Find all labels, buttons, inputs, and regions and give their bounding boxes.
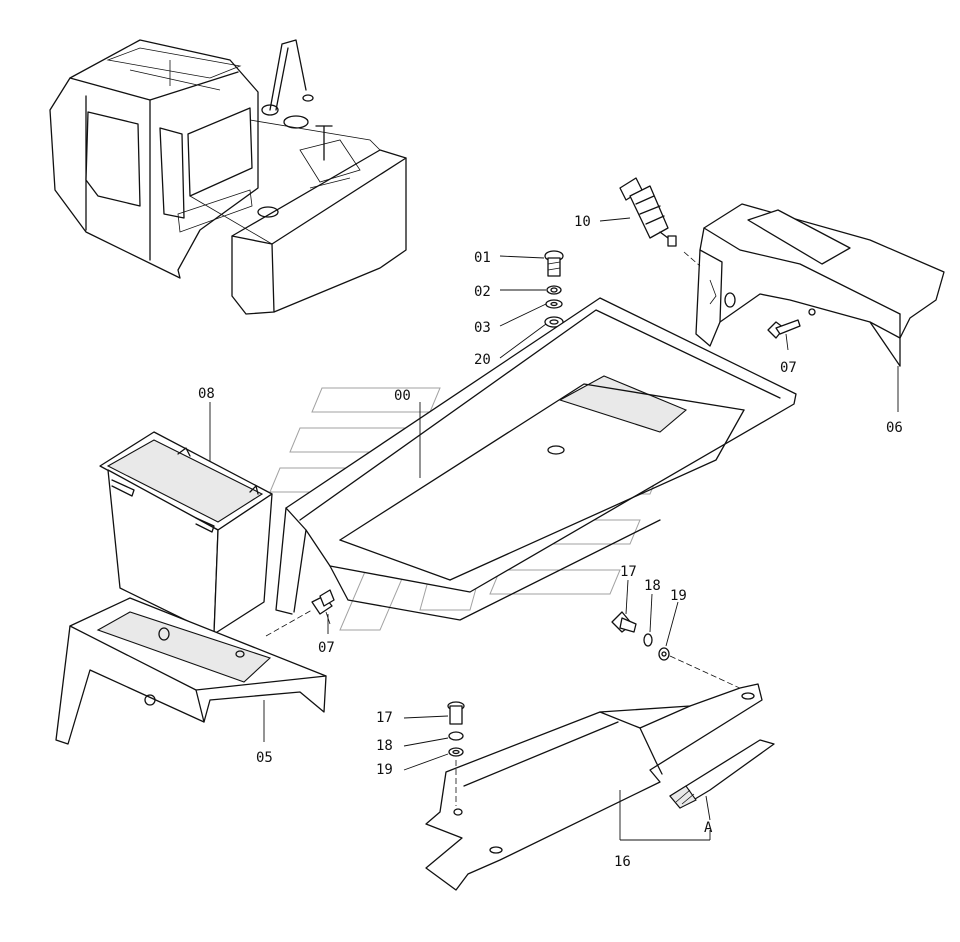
part-01-screw (544, 250, 564, 277)
part-19-washer-left (448, 747, 464, 757)
part-19-washer-right (658, 647, 670, 661)
part-07-bolt-left (311, 589, 335, 625)
label-a: A (704, 820, 713, 836)
label-17-left: 17 (376, 710, 393, 726)
part-06-side-cover (695, 203, 945, 367)
part-07-bolt-right (767, 319, 801, 339)
label-16: 16 (614, 854, 631, 870)
label-18-right: 18 (644, 578, 661, 594)
part-18-washer-right (643, 633, 653, 647)
part-10-plug (619, 177, 677, 247)
label-07-right: 07 (780, 360, 797, 376)
label-07-left: 07 (318, 640, 335, 656)
part-16-bracket (425, 683, 763, 891)
part-00-console-tray (275, 297, 797, 621)
label-01: 01 (474, 250, 491, 266)
part-17-bolt-right (611, 611, 637, 633)
label-20: 20 (474, 352, 491, 368)
part-a-strap (669, 739, 775, 809)
part-20-washer (544, 316, 564, 328)
label-18-left: 18 (376, 738, 393, 754)
part-17-bolt-left (447, 701, 465, 725)
label-19-right: 19 (670, 588, 687, 604)
label-19-left: 19 (376, 762, 393, 778)
label-06: 06 (886, 420, 903, 436)
label-03: 03 (474, 320, 491, 336)
excavator-cab-icon (49, 39, 407, 315)
part-02-washer (546, 285, 562, 295)
part-18-washer-left (448, 731, 464, 741)
part-05-base-panel (55, 597, 327, 745)
label-10: 10 (574, 214, 591, 230)
label-02: 02 (474, 284, 491, 300)
label-08: 08 (198, 386, 215, 402)
part-08-storage-box (99, 431, 273, 635)
label-00: 00 (394, 388, 411, 404)
label-17-right: 17 (620, 564, 637, 580)
part-03-washer (545, 299, 563, 309)
label-05: 05 (256, 750, 273, 766)
